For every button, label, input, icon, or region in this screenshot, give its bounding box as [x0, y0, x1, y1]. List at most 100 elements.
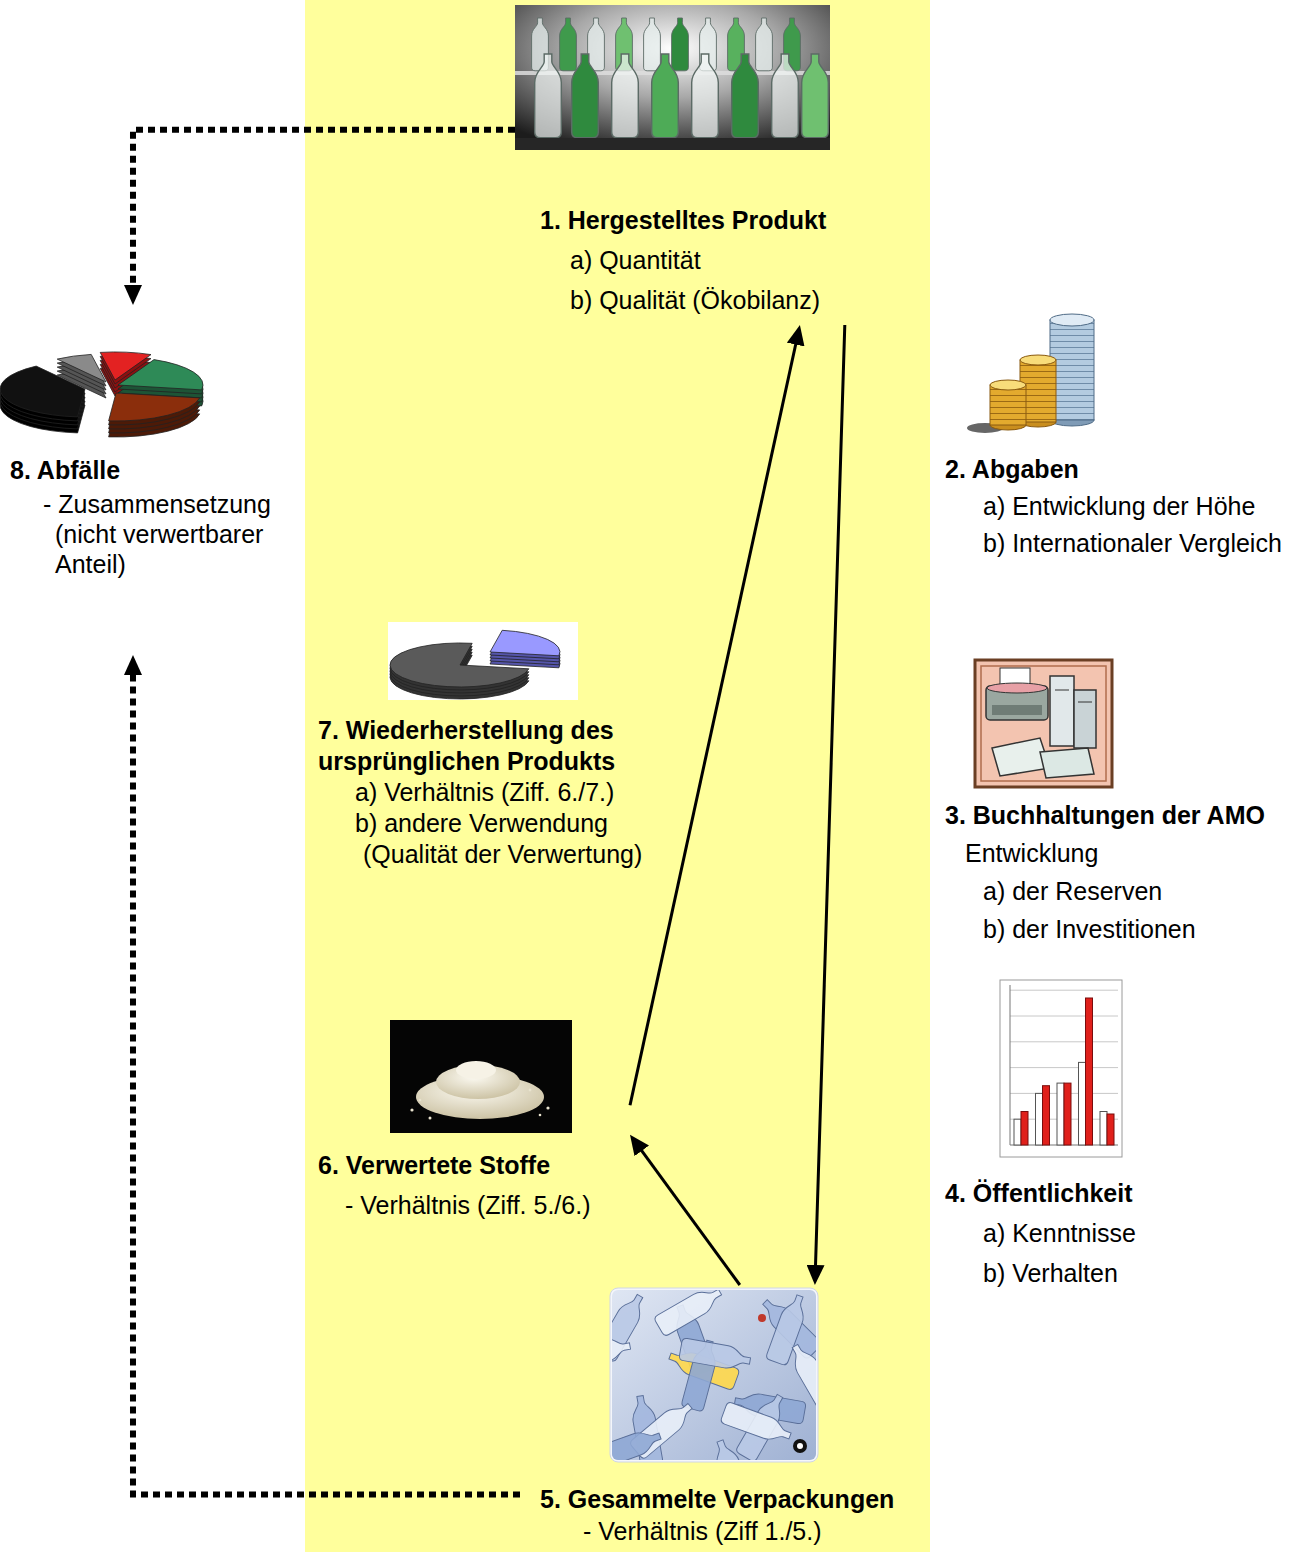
bar-chart-icon — [1064, 1083, 1071, 1145]
office-clipart — [1055, 690, 1069, 691]
item-detail: b) andere Verwendung (Qualität der Verwe… — [355, 808, 645, 870]
recovery-pie-icon — [388, 622, 578, 700]
item-detail: - Verhältnis (Ziff 1./5.) — [583, 1515, 905, 1547]
collected-bottles-photo — [653, 1290, 725, 1337]
collected-bottles-photo — [758, 1314, 766, 1322]
public-node: 4. Öffentlichkeita) Kenntnisseb) Verhalt… — [940, 975, 1285, 1293]
bar-chart-icon — [1107, 1114, 1114, 1145]
granules-photo — [410, 1089, 549, 1120]
granules-photo — [419, 1099, 422, 1102]
bar-chart-icon — [1000, 980, 1122, 1157]
bottles-photo — [532, 18, 829, 138]
waste-node: 8. Abfälle- Zusammensetzung (nicht verwe… — [8, 305, 298, 655]
item-heading: 6. Verwertete Stoffe — [318, 1145, 630, 1185]
waste-pie-icon — [0, 352, 203, 437]
item-detail: a) Verhältnis (Ziff. 6./7.) — [355, 777, 645, 808]
office-clipart — [1078, 702, 1092, 703]
item-heading: 7. Wiederherstellung des ursprünglichen … — [318, 715, 645, 777]
granules-photo — [546, 1106, 549, 1109]
bottles-photo — [802, 54, 829, 138]
item-heading: 1. Hergestelltes Produkt — [540, 200, 855, 240]
flow-arrow — [630, 337, 797, 1106]
bottles-photo — [644, 18, 661, 71]
item-detail: a) der Reserven — [983, 872, 1298, 910]
item-detail: - Verhältnis (Ziff. 5./6.) — [345, 1185, 630, 1225]
bottles-photo — [732, 54, 759, 138]
granules-photo — [429, 1117, 432, 1120]
restore-node: 7. Wiederherstellung des ursprünglichen … — [315, 620, 645, 870]
collected-bottles-photo — [559, 1282, 840, 1511]
coins-icon — [990, 385, 1026, 425]
coins-icon — [967, 314, 1094, 433]
accounts-node: 3. Buchhaltungen der AMOEntwicklunga) de… — [940, 655, 1298, 948]
office-clipart — [1050, 676, 1074, 746]
waste-pie-icon — [0, 366, 85, 417]
coins-icon — [990, 380, 1026, 390]
item-detail: - Zusammensetzung (nicht verwertbarer An… — [43, 489, 298, 579]
collected-bottles-photo — [612, 1290, 816, 1460]
product-node: 1. Hergestelltes Produkta) Quantitätb) Q… — [515, 5, 855, 325]
bar-chart-icon — [1043, 1086, 1050, 1145]
office-clipart — [981, 666, 1106, 781]
item-heading: 4. Öffentlichkeit — [945, 1173, 1285, 1213]
recovery-pie-icon — [490, 630, 560, 656]
bar-chart-icon — [1021, 1112, 1028, 1146]
collected-node: 5. Gesammelte Verpackungen- Verhältnis (… — [520, 1285, 905, 1547]
bar-chart-icon — [1014, 1119, 1021, 1145]
bottles-photo — [588, 18, 605, 71]
flow-arrow — [815, 325, 845, 1273]
item-heading: 5. Gesammelte Verpackungen — [540, 1483, 905, 1515]
bar-chart-icon — [1100, 1112, 1107, 1146]
item-heading: 3. Buchhaltungen der AMO — [945, 796, 1298, 834]
bottles-photo — [515, 138, 830, 150]
bar-chart-icon — [1010, 1067, 1118, 1068]
office-clipart — [975, 660, 1112, 787]
flow-arrow — [637, 1144, 740, 1285]
collected-bottles-photo — [797, 1443, 803, 1449]
coins-icon — [1050, 314, 1094, 326]
granules-photo — [390, 1020, 572, 1133]
recovery-pie-icon — [388, 622, 578, 700]
bar-chart-icon — [1010, 990, 1118, 991]
granules-photo — [410, 1108, 413, 1111]
item-detail: b) Internationaler Vergleich — [983, 525, 1285, 562]
bottles-photo — [535, 54, 562, 138]
bar-chart-icon — [1021, 998, 1114, 1145]
bottles-photo — [652, 54, 679, 138]
bottles-photo — [612, 54, 639, 138]
bar-chart-icon — [1010, 1016, 1118, 1017]
bottles-photo — [756, 18, 773, 71]
granules-photo — [529, 1089, 532, 1092]
coins-icon — [1050, 320, 1094, 420]
collected-bottles-photo — [612, 1425, 664, 1460]
item-detail: b) der Investitionen — [983, 910, 1298, 948]
office-clipart — [975, 660, 1112, 787]
item-detail: b) Qualität (Ökobilanz) — [570, 280, 855, 320]
bar-chart-icon — [1079, 1062, 1086, 1145]
item-detail: a) Entwicklung der Höhe — [983, 488, 1285, 525]
bottles-photo — [560, 18, 577, 71]
recycled-node: 6. Verwertete Stoffe- Verhältnis (Ziff. … — [315, 1015, 630, 1225]
dotted-arrow — [133, 130, 515, 293]
bottles-photo — [515, 5, 830, 150]
bottles-photo — [515, 5, 830, 150]
granules-photo — [539, 1114, 542, 1117]
collected-bottles-photo — [720, 1401, 794, 1446]
waste-pie-icon — [109, 393, 200, 421]
collected-bottles-photo — [709, 1437, 754, 1460]
granules-photo — [390, 1020, 572, 1133]
office-clipart — [1040, 748, 1094, 778]
office-clipart — [992, 705, 1042, 715]
collected-bottles-photo — [793, 1439, 807, 1453]
collected-bottles-photo — [612, 1290, 816, 1460]
item-heading: 2. Abgaben — [945, 451, 1285, 488]
coins-icon — [1020, 355, 1056, 365]
yellow-band — [305, 0, 930, 1552]
bar-chart-icon — [1010, 985, 1011, 1145]
bar-chart-icon — [1036, 1093, 1043, 1145]
collected-bottles-photo — [679, 1338, 752, 1372]
item-detail: a) Quantität — [570, 240, 855, 280]
bar-chart-icon — [1057, 1083, 1064, 1145]
